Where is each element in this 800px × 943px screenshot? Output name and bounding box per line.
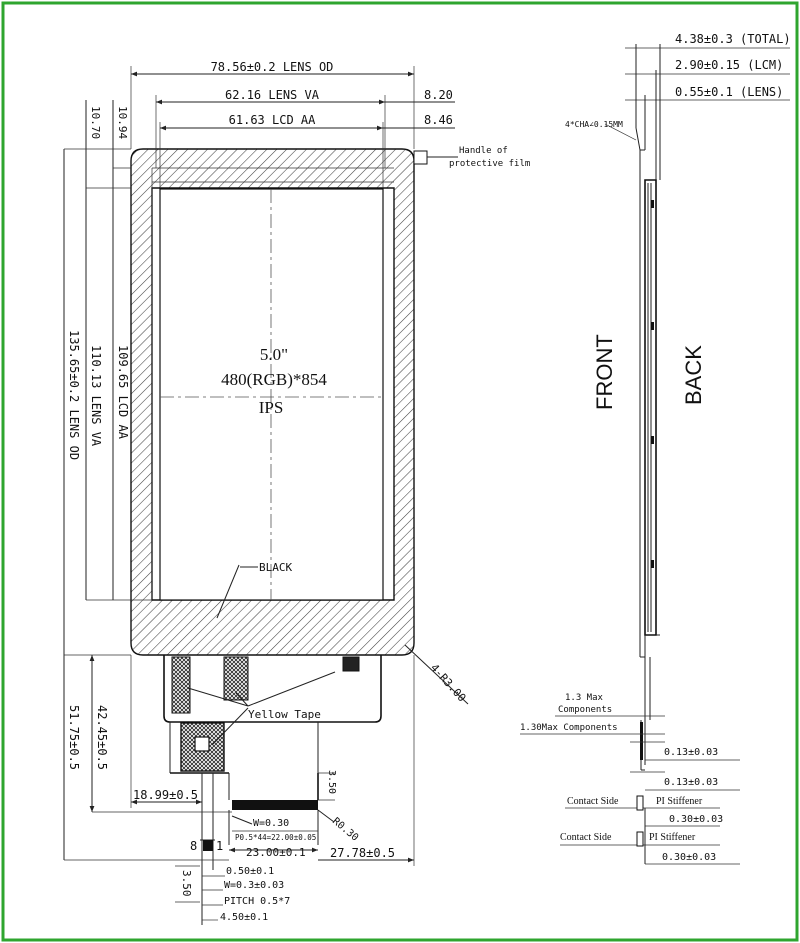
dim-lens-va-width: 62.16 LENS VA <box>225 88 320 102</box>
pin-w1: 0.50±0.1 <box>226 866 274 877</box>
dim-right-offset-aa: 8.46 <box>424 113 453 127</box>
label-back: BACK <box>681 345 706 405</box>
handle-label-2: protective film <box>449 159 530 169</box>
dim-connector-radius: R0.30 <box>330 816 360 844</box>
components-1: 1.3 Max <box>565 693 604 703</box>
contact-side-1: Contact Side <box>567 796 619 807</box>
side-t3: 0.30±0.03 <box>669 814 723 825</box>
yellow-tape-left <box>171 656 191 714</box>
components-1b: Components <box>558 705 612 715</box>
dim-lcd-aa-width: 61.63 LCD AA <box>229 113 316 127</box>
yellow-tape-right <box>223 656 249 701</box>
stiffener-1: PI Stiffener <box>656 796 703 807</box>
dim-fpc-tail-height: 3.50 <box>326 770 337 794</box>
pin-first: 1 <box>216 839 223 853</box>
label-front: FRONT <box>592 334 617 410</box>
front-view: 5.0" 480(RGB)*854 IPS Handle of protecti… <box>63 60 530 925</box>
dim-connector-w: W=0.30 <box>253 818 289 829</box>
dim-connector-width: 23.00±0.1 <box>246 846 306 859</box>
side-dim-total: 4.38±0.3 (TOTAL) <box>675 32 791 46</box>
dim-top-offset-2: 10.70 <box>89 106 102 139</box>
pin-w2: W=0.3±0.03 <box>224 880 284 891</box>
dim-fpc-mid: 42.45±0.5 <box>95 705 109 770</box>
protective-film-handle <box>413 150 428 165</box>
lcd-active-area <box>159 188 384 601</box>
side-chamfer: 4*CHA∠0.15MM <box>565 120 623 129</box>
yellow-tape-label: Yellow Tape <box>248 708 321 721</box>
screen-size: 5.0" <box>260 345 288 364</box>
fpc-outline <box>163 655 382 723</box>
pin-tail-height: 3.50 <box>180 870 193 897</box>
fpc-component <box>342 656 360 672</box>
dim-top-offset-1: 10.94 <box>116 106 129 139</box>
dim-pitch-note: P0.5*44=22.00±0.05 <box>235 833 316 842</box>
side-t4: 0.30±0.03 <box>662 852 716 863</box>
screen-type: IPS <box>259 398 284 417</box>
side-lens <box>635 127 641 657</box>
dim-height-lcd-aa: 109.65 LCD AA <box>116 345 130 440</box>
corner-radius: 4-R3.00 <box>428 661 469 704</box>
side-dim-lens: 0.55±0.1 (LENS) <box>675 85 783 99</box>
dim-fpc-left-offset: 18.99±0.5 <box>133 788 198 802</box>
dim-height-lens-va: 110.13 LENS VA <box>89 345 103 447</box>
side-dim-lcm: 2.90±0.15 (LCM) <box>675 58 783 72</box>
dim-fpc-total: 51.75±0.5 <box>67 705 81 770</box>
dim-right-offset-va: 8.20 <box>424 88 453 102</box>
side-t1: 0.13±0.03 <box>664 747 718 758</box>
dim-lens-od-width: 78.56±0.2 LENS OD <box>211 60 334 74</box>
fpc-connector <box>232 800 318 810</box>
pin-last: 8 <box>190 839 197 853</box>
side-fpc <box>640 657 651 771</box>
pin-width: 4.50±0.1 <box>220 912 268 923</box>
black-label: BLACK <box>259 561 292 574</box>
side-view: 4.38±0.3 (TOTAL) 2.90±0.15 (LCM) 0.55±0.… <box>520 32 791 865</box>
dim-right-edge: 27.78±0.5 <box>330 846 395 860</box>
components-2: 1.30Max Components <box>520 723 618 733</box>
handle-label: Handle of <box>459 146 508 156</box>
side-t2: 0.13±0.03 <box>664 777 718 788</box>
stiffener-2: PI Stiffener <box>649 832 696 843</box>
dim-height-lens-od: 135.65±0.2 LENS OD <box>67 330 81 460</box>
pin-pitch: PITCH 0.5*7 <box>224 896 290 907</box>
contact-side-2: Contact Side <box>560 832 612 843</box>
screen-resolution: 480(RGB)*854 <box>221 370 327 389</box>
